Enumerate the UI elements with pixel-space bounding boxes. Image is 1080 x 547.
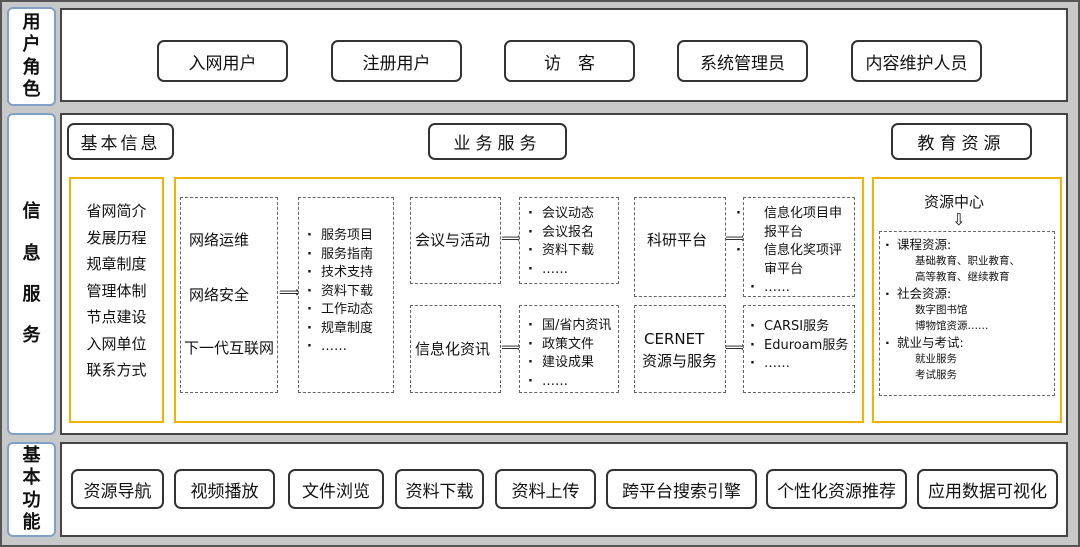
research-box — [634, 197, 726, 297]
list-item: 会议动态 — [528, 205, 594, 224]
label-char: 色 — [22, 79, 41, 100]
right-arrow-icon: ⟹ — [501, 229, 523, 247]
list-item: 会议报名 — [528, 224, 594, 243]
resource-sub: 数字图书馆 — [915, 304, 968, 316]
list-item: 资料下载 — [307, 283, 373, 302]
right-arrow-icon: ⟹ — [725, 338, 747, 356]
resource-list: 课程资源: 基础教育、职业教育、 高等教育、继续教育 社会资源: 数字图书馆 博… — [885, 236, 1053, 383]
list-item: …… — [750, 279, 852, 298]
basic-functions-label: 基 本 功 能 — [7, 442, 56, 537]
resource-list-box — [879, 231, 1055, 396]
basic-info-box — [69, 177, 164, 423]
cernet-box — [634, 305, 726, 393]
list-item: …… — [750, 355, 848, 374]
role-registered-user: 注册用户 — [331, 40, 462, 82]
func-file-browse: 文件浏览 — [288, 469, 384, 509]
down-arrow-icon: ⇩ — [952, 210, 966, 229]
role-sys-admin: 系统管理员 — [677, 40, 808, 82]
label-char: 信 — [22, 201, 41, 223]
resource-sub: 博物馆资源…… — [915, 320, 989, 332]
list-item: 省网简介 — [86, 202, 147, 220]
func-download: 资料下载 — [395, 469, 484, 509]
label-char: 功 — [22, 489, 41, 511]
list-item: 服务指南 — [307, 246, 373, 265]
func-cross-platform-search: 跨平台搜索引擎 — [606, 469, 757, 509]
list-item: …… — [528, 261, 594, 280]
list-item: …… — [528, 373, 611, 392]
list-item: CARSI服务 — [750, 318, 848, 337]
label-char: 服 — [22, 284, 41, 305]
label-char: 户 — [22, 34, 41, 55]
label-char: 角 — [22, 56, 41, 78]
business-service-header: 业务服务 — [428, 123, 567, 160]
network-sub-list: 服务项目 服务指南 技术支持 资料下载 工作动态 规章制度 …… — [307, 227, 373, 357]
func-video-play: 视频播放 — [174, 469, 275, 509]
info-news-label: 信息化资讯 — [415, 340, 491, 358]
info-news-box — [410, 305, 501, 393]
next-gen-internet: 下一代互联网 — [184, 339, 275, 357]
network-box — [180, 197, 278, 393]
resource-center-title: 资源中心 — [924, 193, 985, 211]
list-item: 联系方式 — [86, 361, 147, 379]
list-item: 规章制度 — [307, 320, 373, 339]
list-item: 信息化奖项评审平台 — [750, 242, 852, 279]
resource-sub: 基础教育、职业教育、 — [915, 255, 1020, 267]
basic-info-list: 省网简介 发展历程 规章制度 管理体制 节点建设 入网单位 联系方式 — [69, 198, 164, 384]
right-arrow-icon: ⟹ — [725, 229, 747, 247]
research-sub-list: 信息化项目申报平台 信息化奖项评审平台 …… — [750, 205, 852, 298]
network-security: 网络安全 — [189, 286, 250, 304]
list-item: 规章制度 — [86, 255, 147, 273]
list-item: 管理体制 — [86, 281, 147, 300]
func-resource-nav: 资源导航 — [71, 469, 164, 509]
meetings-sub-list: 会议动态 会议报名 资料下载 …… — [528, 205, 594, 279]
func-personalized-recommend: 个性化资源推荐 — [766, 469, 907, 509]
label-char: 基 — [22, 444, 41, 466]
list-item: 资料下载 — [528, 242, 594, 261]
list-item: 政策文件 — [528, 336, 611, 355]
network-ops: 网络运维 — [189, 231, 250, 249]
role-network-user: 入网用户 — [157, 40, 288, 82]
resource-category: 社会资源: — [885, 285, 1053, 302]
cernet-sub-list: CARSI服务 Eduroam服务 …… — [750, 318, 848, 374]
meetings-label: 会议与活动 — [415, 231, 491, 249]
resource-category: 就业与考试: — [885, 334, 1053, 351]
right-arrow-icon: ⟹ — [279, 283, 301, 301]
meetings-box — [410, 197, 501, 284]
list-item: 节点建设 — [86, 308, 147, 326]
resource-sub: 高等教育、继续教育 — [915, 271, 1010, 283]
label-char: 息 — [22, 242, 41, 264]
research-label: 科研平台 — [647, 231, 708, 249]
basic-info-header: 基本信息 — [67, 123, 174, 160]
label-char: 本 — [22, 467, 41, 488]
resource-sub: 考试服务 — [915, 369, 957, 381]
resource-sub: 就业服务 — [915, 353, 957, 365]
cernet-label-line2: 资源与服务 — [642, 352, 718, 370]
info-news-sub-list: 国/省内资讯 政策文件 建设成果 …… — [528, 317, 611, 391]
list-item: 技术支持 — [307, 264, 373, 283]
list-item: Eduroam服务 — [750, 337, 848, 356]
func-data-visualization: 应用数据可视化 — [917, 469, 1058, 509]
list-item: 发展历程 — [86, 228, 147, 247]
list-item: …… — [307, 338, 373, 357]
label-char: 用 — [22, 11, 41, 33]
list-item: 国/省内资讯 — [528, 317, 611, 336]
list-item: 入网单位 — [86, 334, 147, 353]
role-visitor: 访 客 — [504, 40, 635, 82]
user-roles-label: 用 户 角 色 — [7, 7, 56, 106]
func-upload: 资料上传 — [495, 469, 596, 509]
list-item: 工作动态 — [307, 301, 373, 320]
info-service-label: 信 息 服 务 — [7, 113, 56, 435]
role-content-maintainer: 内容维护人员 — [851, 40, 982, 82]
edu-resource-header: 教育资源 — [891, 123, 1032, 160]
list-item: 建设成果 — [528, 354, 611, 373]
right-arrow-icon: ⟹ — [501, 338, 523, 356]
cernet-label-line1: CERNET — [644, 330, 705, 348]
list-item: 服务项目 — [307, 227, 373, 246]
label-char: 能 — [22, 512, 41, 533]
label-char: 务 — [22, 325, 41, 347]
list-item: 信息化项目申报平台 — [750, 205, 852, 242]
resource-category: 课程资源: — [885, 236, 1053, 253]
